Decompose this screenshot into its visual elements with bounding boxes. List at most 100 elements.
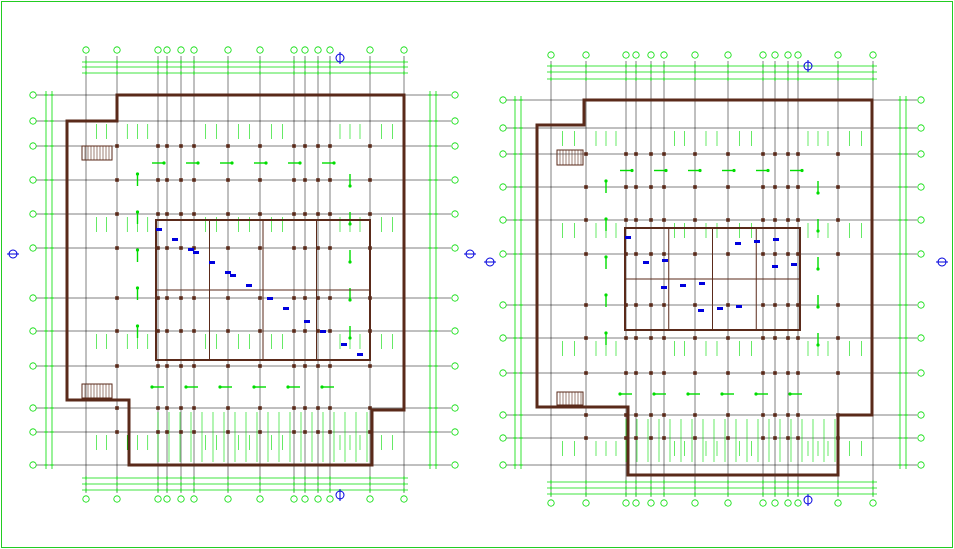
drive-arrow-head bbox=[348, 184, 352, 188]
column-icon bbox=[634, 185, 638, 189]
column-icon bbox=[165, 329, 169, 333]
column-icon bbox=[773, 371, 777, 375]
grid-bubble-icon bbox=[451, 428, 459, 436]
column-icon bbox=[761, 336, 765, 340]
column-icon bbox=[328, 329, 332, 333]
column-icon bbox=[796, 413, 800, 417]
room-tag bbox=[304, 320, 310, 323]
column-icon bbox=[156, 296, 160, 300]
drive-arrow-head bbox=[264, 161, 268, 165]
grid-bubble-icon bbox=[917, 461, 925, 469]
drive-arrow-head bbox=[348, 298, 352, 302]
grid-bubble-icon bbox=[917, 183, 925, 191]
column-icon bbox=[156, 178, 160, 182]
column-icon bbox=[316, 178, 320, 182]
column-icon bbox=[226, 296, 230, 300]
column-icon bbox=[584, 336, 588, 340]
column-icon bbox=[292, 144, 296, 148]
grid-bubble-icon bbox=[177, 495, 185, 503]
column-icon bbox=[115, 329, 119, 333]
column-icon bbox=[115, 246, 119, 250]
column-icon bbox=[624, 413, 628, 417]
column-icon bbox=[761, 252, 765, 256]
column-icon bbox=[786, 185, 790, 189]
column-icon bbox=[662, 413, 666, 417]
drive-arrow-head bbox=[816, 229, 820, 233]
column-icon bbox=[192, 329, 196, 333]
column-icon bbox=[258, 406, 262, 410]
column-icon bbox=[226, 212, 230, 216]
grid-bubble-icon bbox=[784, 51, 792, 59]
grid-bubble-icon bbox=[154, 495, 162, 503]
grid-bubble-icon bbox=[547, 499, 555, 507]
column-icon bbox=[624, 252, 628, 256]
grid-bubble-icon bbox=[869, 51, 877, 59]
column-icon bbox=[634, 336, 638, 340]
column-icon bbox=[773, 303, 777, 307]
grid-bubble-icon bbox=[632, 51, 640, 59]
grid-bubble-icon bbox=[290, 495, 298, 503]
grid-bubble-icon bbox=[794, 51, 802, 59]
column-icon bbox=[328, 364, 332, 368]
column-icon bbox=[624, 336, 628, 340]
column-icon bbox=[156, 406, 160, 410]
grid-bubble-icon bbox=[366, 495, 374, 503]
column-icon bbox=[726, 371, 730, 375]
drive-arrow-head bbox=[766, 168, 770, 173]
column-icon bbox=[179, 430, 183, 434]
column-icon bbox=[156, 329, 160, 333]
column-icon bbox=[796, 252, 800, 256]
column-icon bbox=[316, 430, 320, 434]
column-icon bbox=[773, 185, 777, 189]
column-icon bbox=[693, 436, 697, 440]
column-icon bbox=[328, 246, 332, 250]
column-icon bbox=[328, 212, 332, 216]
column-icon bbox=[796, 152, 800, 156]
column-icon bbox=[624, 371, 628, 375]
column-icon bbox=[303, 364, 307, 368]
column-icon bbox=[836, 303, 840, 307]
column-icon bbox=[836, 371, 840, 375]
column-icon bbox=[634, 436, 638, 440]
room-tag bbox=[643, 261, 649, 264]
grid-bubble-icon bbox=[691, 499, 699, 507]
grid-bubble-icon bbox=[499, 216, 507, 224]
grid-bubble-icon bbox=[190, 495, 198, 503]
column-icon bbox=[179, 144, 183, 148]
drive-arrow-head bbox=[348, 260, 352, 264]
drive-arrow-head bbox=[348, 336, 352, 340]
grid-bubble-icon bbox=[29, 362, 37, 370]
building-core bbox=[155, 219, 371, 361]
room-tag bbox=[791, 263, 797, 266]
grid-bubble-icon bbox=[29, 117, 37, 125]
column-icon bbox=[624, 436, 628, 440]
column-icon bbox=[115, 430, 119, 434]
column-icon bbox=[165, 364, 169, 368]
room-tag bbox=[283, 307, 289, 310]
grid-bubble-icon bbox=[256, 46, 264, 54]
column-icon bbox=[649, 336, 653, 340]
drive-arrow-head bbox=[816, 343, 820, 347]
column-icon bbox=[192, 178, 196, 182]
column-icon bbox=[584, 185, 588, 189]
drive-arrow-head bbox=[162, 161, 166, 165]
column-icon bbox=[662, 252, 666, 256]
column-icon bbox=[796, 371, 800, 375]
column-icon bbox=[662, 218, 666, 222]
column-icon bbox=[726, 252, 730, 256]
grid-bubble-icon bbox=[256, 495, 264, 503]
column-icon bbox=[761, 218, 765, 222]
drive-arrow-head bbox=[604, 217, 608, 221]
column-icon bbox=[662, 371, 666, 375]
drive-arrow-head bbox=[286, 385, 290, 389]
drive-arrow-head bbox=[230, 161, 234, 165]
column-icon bbox=[836, 185, 840, 189]
drive-arrow-head bbox=[135, 248, 140, 252]
column-icon bbox=[773, 152, 777, 156]
grid-bubble-icon bbox=[29, 461, 37, 469]
column-icon bbox=[649, 371, 653, 375]
drive-arrow-head bbox=[604, 293, 608, 297]
grid-bubble-icon bbox=[622, 499, 630, 507]
